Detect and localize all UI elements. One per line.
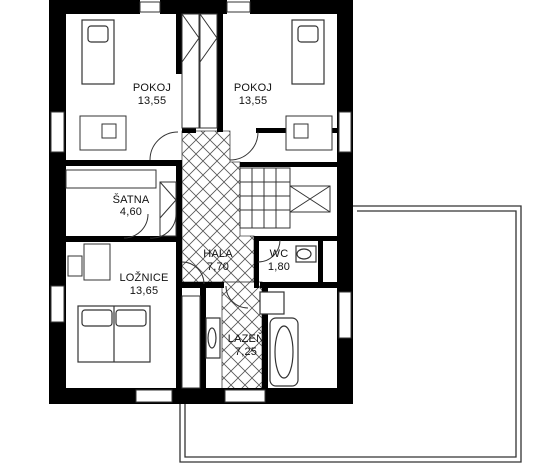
room-area-satna: 4,60 xyxy=(120,206,142,218)
room-labels: POKOJ 13,55 POKOJ 13,55 ŠATNA 4,60 HALA … xyxy=(113,82,290,358)
room-area-pokoj-right: 13,55 xyxy=(239,95,268,107)
room-area-lazen: 7,25 xyxy=(235,346,257,358)
room-name-wc: WC xyxy=(270,248,289,260)
door-swings xyxy=(123,131,281,309)
room-name-hala: HALA xyxy=(203,248,233,260)
windows xyxy=(50,1,352,403)
room-name-satna: ŠATNA xyxy=(113,193,150,206)
bathroom-fixtures xyxy=(205,245,317,387)
room-area-wc: 1,80 xyxy=(268,261,290,273)
room-area-hala: 7,70 xyxy=(207,261,229,273)
staircase xyxy=(239,167,331,229)
wardrobes xyxy=(65,13,218,389)
desks xyxy=(67,115,333,281)
terrace-outline xyxy=(179,205,522,463)
room-area-pokoj-left: 13,55 xyxy=(138,95,167,107)
room-area-loznice: 13,65 xyxy=(130,285,159,297)
room-name-pokoj-left: POKOJ xyxy=(133,82,171,94)
room-name-pokoj-right: POKOJ xyxy=(234,82,272,94)
room-name-lazen: LAZEŇ xyxy=(228,332,264,345)
beds xyxy=(77,19,325,363)
hall-floor xyxy=(181,130,263,391)
room-name-loznice: LOŽNICE xyxy=(119,271,168,284)
